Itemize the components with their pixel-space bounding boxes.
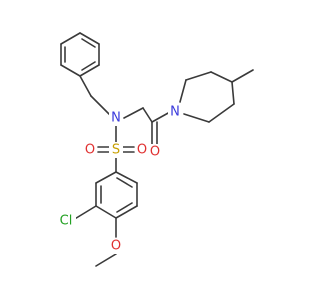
acetamide-linker [123, 107, 171, 147]
c-cl-bond [72, 205, 97, 221]
atom-o-sulfonyl-left: O [83, 142, 97, 158]
structure-canvas: N N S O O O Cl O [56, 32, 254, 267]
atom-o-methoxy: O [109, 238, 123, 254]
atom-n-piperidine: N [168, 104, 182, 120]
benzyl-ch2-bonds [79, 75, 111, 116]
piperidine-ring [179, 69, 254, 123]
methoxy-group [95, 217, 117, 267]
atom-n-sulfonamide: N [109, 110, 123, 126]
sulfonyl-group [97, 124, 135, 173]
svg-text:O: O [137, 143, 147, 158]
svg-text:O: O [85, 143, 95, 158]
atom-s: S [109, 142, 123, 158]
svg-text:N: N [111, 111, 121, 126]
atom-o-sulfonyl-right: O [135, 142, 149, 158]
svg-text:O: O [111, 239, 121, 254]
aryl-ring [95, 171, 138, 219]
atom-cl: Cl [56, 213, 76, 229]
molecule-diagram: N N S O O O Cl O [56, 32, 254, 267]
atom-o-carbonyl: O [148, 144, 162, 160]
svg-text:Cl: Cl [60, 214, 73, 229]
svg-text:N: N [170, 105, 180, 120]
svg-text:O: O [150, 145, 160, 160]
svg-text:S: S [112, 143, 120, 158]
benzyl-ring [60, 32, 100, 77]
